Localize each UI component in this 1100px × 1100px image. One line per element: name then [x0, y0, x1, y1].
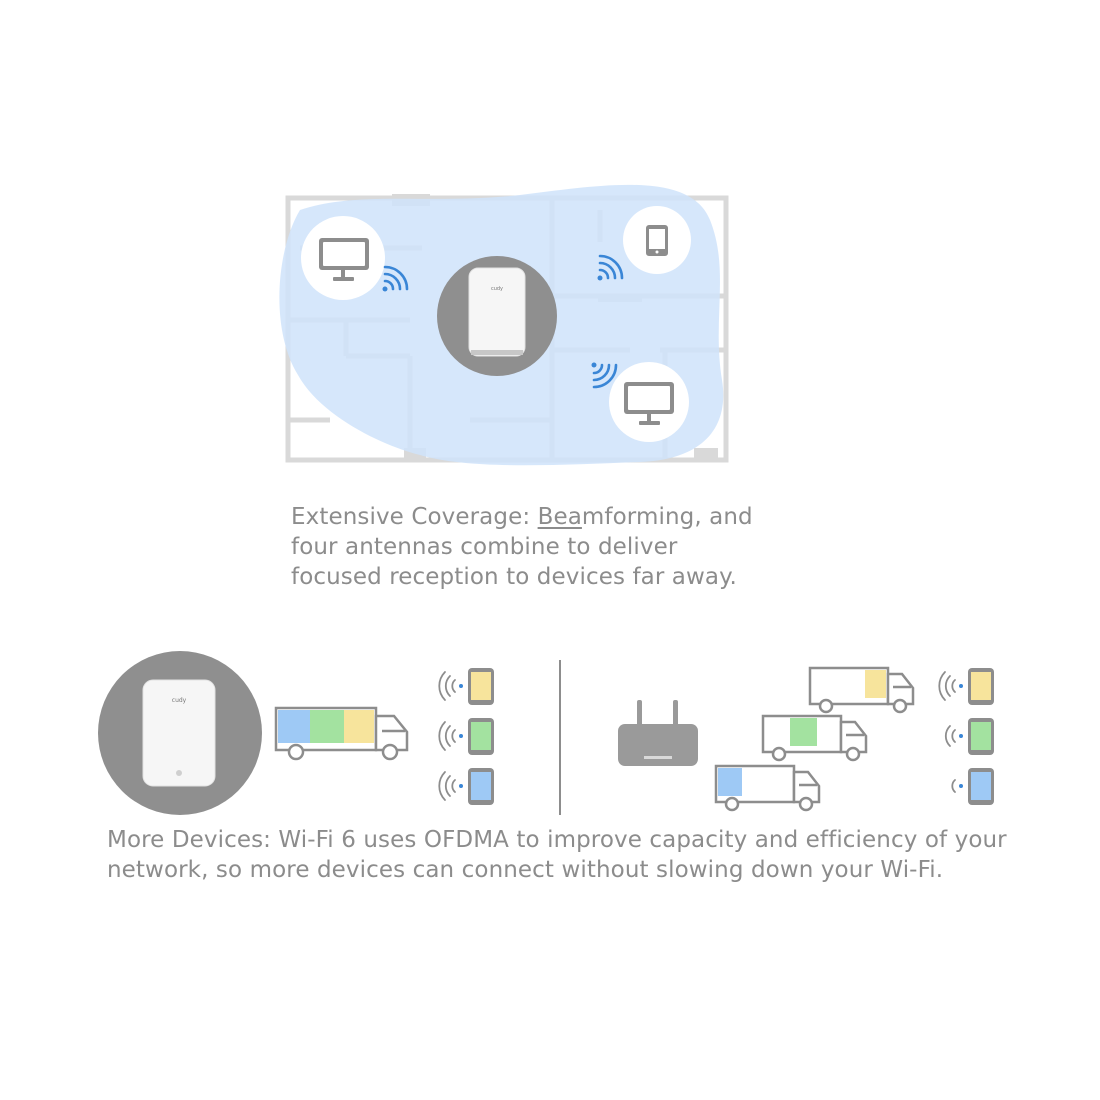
legacy-router-icon: [618, 700, 698, 766]
phone-icon: [968, 718, 994, 755]
wifi-icon: [438, 671, 463, 801]
tablet-icon: [623, 206, 691, 274]
cargo-block-green: [790, 718, 817, 746]
phone-icon: [468, 768, 494, 805]
router-brand: cudy: [491, 286, 503, 292]
wifi6-router: cudy: [98, 651, 262, 815]
cargo-block-yellow: [344, 710, 374, 743]
ofdma-comparison: cudy: [98, 651, 994, 815]
phone-icon: [968, 768, 994, 805]
phone-icon: [468, 718, 494, 755]
wifi-icon: [382, 265, 409, 292]
mesh-router: cudy: [437, 256, 557, 376]
coverage-caption: Extensive Coverage: Beamforming, and fou…: [291, 502, 771, 592]
coverage-caption-underlined: Bea: [537, 504, 582, 530]
truck-icon: [808, 666, 915, 714]
wifi-icon: [591, 362, 618, 389]
cargo-block-blue: [278, 710, 310, 743]
monitor-icon: [301, 216, 385, 300]
wifi-icon: [938, 671, 963, 793]
wifi-icon: [597, 254, 624, 281]
router-brand: cudy: [172, 697, 187, 704]
devices-caption: More Devices: Wi-Fi 6 uses OFDMA to impr…: [107, 827, 1007, 883]
monitor-icon: [609, 362, 689, 442]
phone-icon: [468, 668, 494, 705]
cargo-block-blue: [718, 768, 742, 796]
phone-icon: [968, 668, 994, 705]
coverage-caption-rest: mforming, and four antennas combine to d…: [291, 504, 753, 590]
cargo-block-yellow: [865, 670, 886, 698]
coverage-caption-lead: Extensive Coverage:: [291, 504, 538, 530]
coverage-floorplan: cudy: [279, 184, 729, 466]
cargo-block-green: [310, 710, 344, 743]
